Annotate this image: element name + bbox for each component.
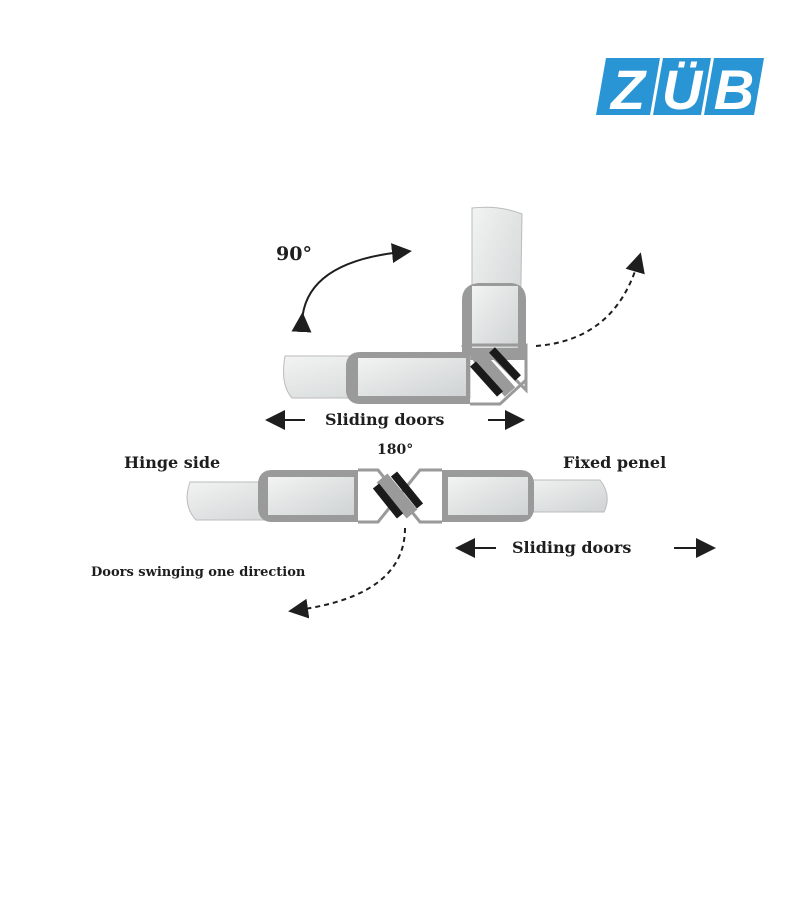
- sliding-doors-bottom-label: Sliding doors: [512, 538, 632, 557]
- sliding-doors-top-label: Sliding doors: [325, 410, 445, 429]
- swing-arrow-bottom: [288, 527, 406, 619]
- doors-swinging-label: Doors swinging one direction: [91, 565, 306, 580]
- hinge-side-label: Hinge side: [124, 453, 221, 472]
- rotation-arrow-90: [291, 243, 412, 333]
- corner-90-assembly: [283, 206, 528, 406]
- svg-text:B: B: [714, 58, 754, 121]
- svg-text:Z: Z: [609, 58, 647, 121]
- svg-text:Ü: Ü: [662, 58, 704, 121]
- swing-arrow-top: [535, 252, 645, 347]
- zub-logo: Z Ü B: [596, 58, 764, 121]
- straight-180-assembly: [186, 468, 608, 524]
- fixed-panel-label: Fixed penel: [563, 453, 667, 472]
- angle-90-label: 90°: [276, 243, 312, 265]
- angle-180-label: 180°: [377, 442, 414, 458]
